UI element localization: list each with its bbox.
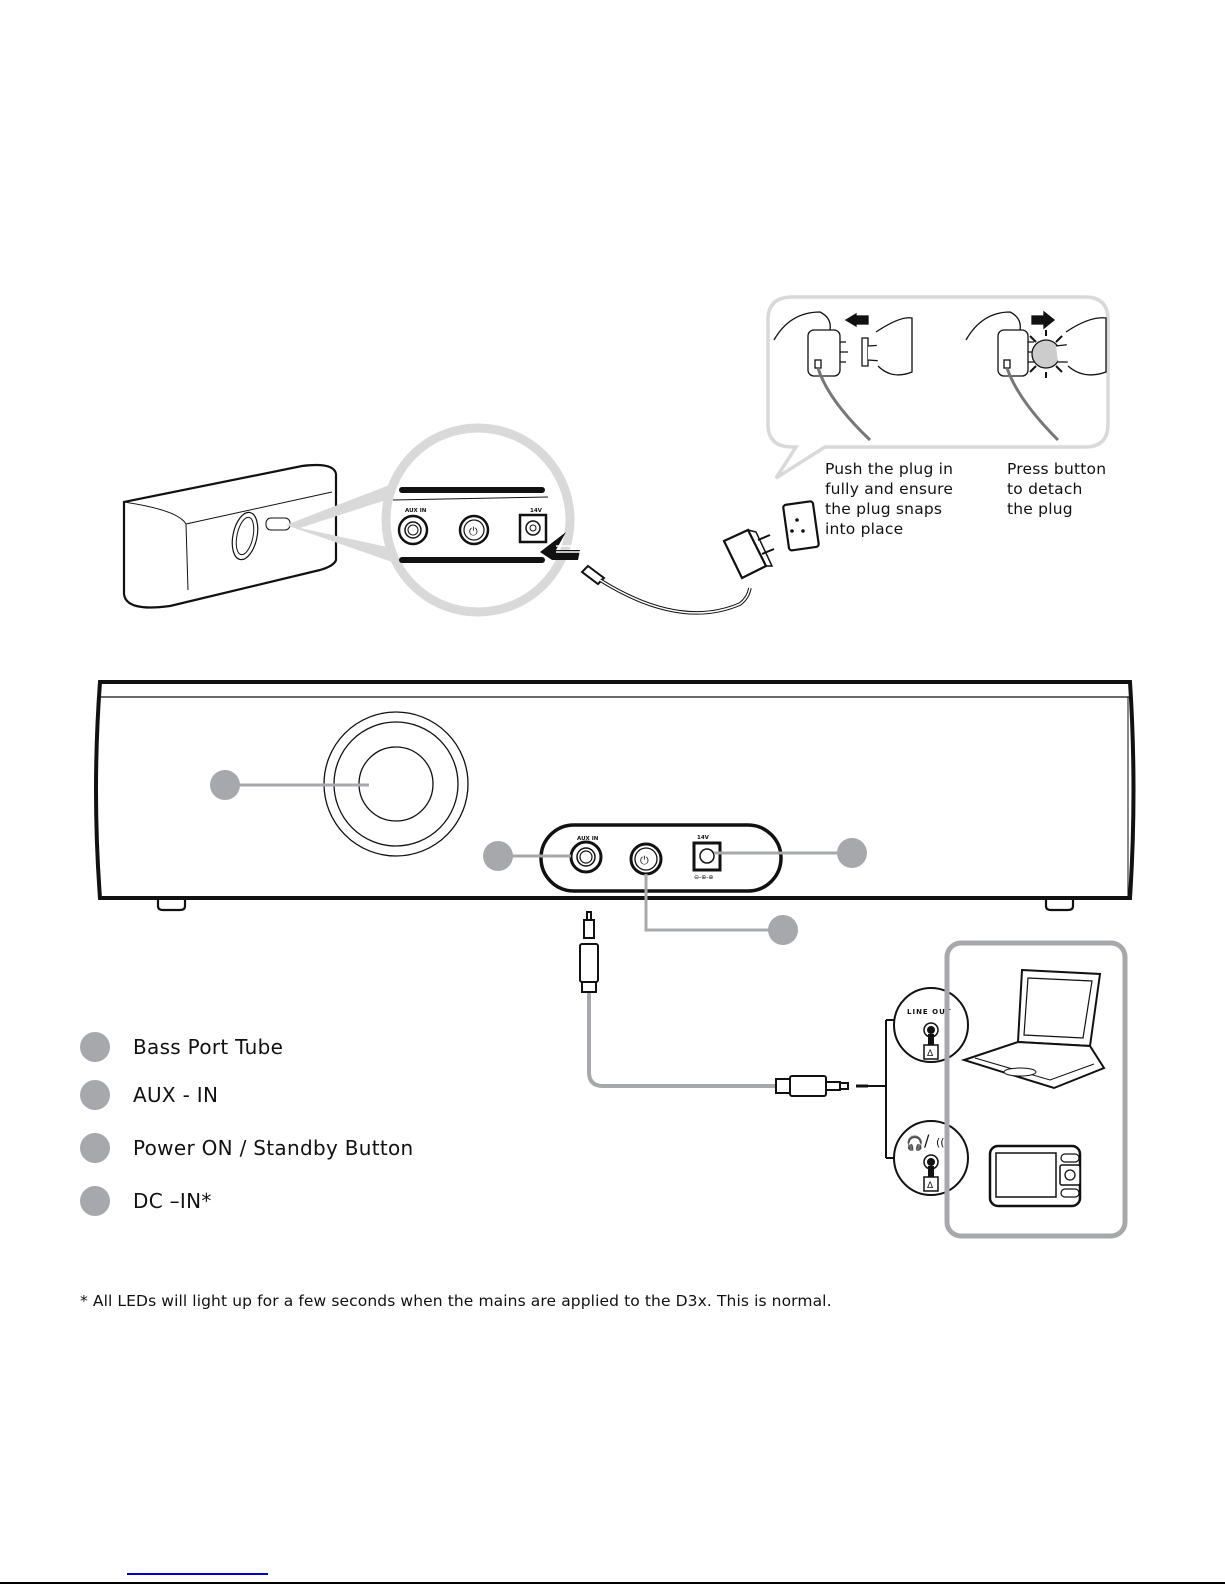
speaker-rear-view: AUX IN ⏻ 14V ⊖-⊕-⊕ xyxy=(94,680,1136,932)
callout-dot-icon xyxy=(80,1133,110,1163)
detach-plug-illustration xyxy=(965,310,1107,442)
speaker-perspective-illustration xyxy=(122,463,338,609)
page-bottom-rule xyxy=(0,1582,1225,1584)
source-devices-box xyxy=(944,940,1128,1239)
dc-rating-small: 14V xyxy=(530,508,543,514)
svg-text:/: / xyxy=(924,1131,930,1150)
callout-dot-icon xyxy=(80,1186,110,1216)
laptop-icon xyxy=(960,968,1106,1090)
svg-text:Δ: Δ xyxy=(927,1049,934,1059)
legend-label: DC –IN* xyxy=(133,1189,212,1213)
legend-label: Bass Port Tube xyxy=(133,1035,284,1059)
attach-plug-caption: Push the plug in fully and ensure the pl… xyxy=(825,459,953,539)
polarity-symbol: ⊖-⊕-⊕ xyxy=(694,874,713,881)
legend-label: AUX - IN xyxy=(133,1083,219,1107)
line-out-label: LINE OUT xyxy=(907,1008,952,1016)
legend-label: Power ON / Standby Button xyxy=(133,1136,414,1160)
aux-in-label: AUX IN xyxy=(577,836,599,842)
caption-line: to detach xyxy=(1007,480,1083,498)
page-link-underline[interactable] xyxy=(127,1573,268,1575)
callout-dot-icon xyxy=(80,1032,110,1062)
headphone-jack-callout: 🎧 / ((• Δ xyxy=(893,1120,969,1196)
callout-dot-dc-in xyxy=(837,838,867,868)
power-icon: ⏻ xyxy=(640,854,649,867)
callout-dot-bass-port xyxy=(210,770,240,800)
svg-text:Δ: Δ xyxy=(927,1181,934,1191)
footnote: * All LEDs will light up for a few secon… xyxy=(80,1292,832,1310)
audio-cable xyxy=(579,911,898,1159)
legend-item-dc-in: DC –IN* xyxy=(80,1185,212,1217)
attach-plug-illustration xyxy=(773,311,913,442)
foot-right xyxy=(1044,900,1075,912)
caption-line: the plug xyxy=(1007,500,1073,518)
panel-zoom-bubble: AUX IN ⏻ 14V xyxy=(381,423,586,617)
caption-line: Push the plug in xyxy=(825,460,954,478)
callout-dot-aux-in xyxy=(483,841,513,871)
media-player-icon xyxy=(988,1144,1082,1208)
power-symbol-small: ⏻ xyxy=(469,525,478,538)
plug-instruction-bubble xyxy=(766,295,1110,480)
aux-in-jack xyxy=(569,840,603,874)
legend-item-aux-in: AUX - IN xyxy=(80,1079,218,1111)
foot-left xyxy=(156,900,187,912)
legend-item-bass-port: Bass Port Tube xyxy=(80,1031,283,1063)
caption-line: fully and ensure xyxy=(825,480,954,498)
caption-line: Press button xyxy=(1007,460,1107,478)
headphone-icon: 🎧 xyxy=(906,1135,923,1152)
dc-in-jack xyxy=(692,841,722,872)
power-adapter-illustration xyxy=(580,500,820,615)
dc-rating-label: 14V xyxy=(697,835,710,841)
aux-in-label-small: AUX IN xyxy=(405,508,427,514)
callout-dot-icon xyxy=(80,1080,110,1110)
zoom-beam xyxy=(286,484,392,562)
caption-line: the plug snaps xyxy=(825,500,943,518)
line-out-jack-callout: LINE OUT Δ xyxy=(893,987,969,1063)
power-standby-button xyxy=(629,842,663,876)
detach-plug-caption: Press button to detach the plug xyxy=(1007,459,1106,519)
callout-dot-power xyxy=(768,915,798,945)
caption-line: into place xyxy=(825,520,904,538)
legend-item-power: Power ON / Standby Button xyxy=(80,1132,414,1164)
